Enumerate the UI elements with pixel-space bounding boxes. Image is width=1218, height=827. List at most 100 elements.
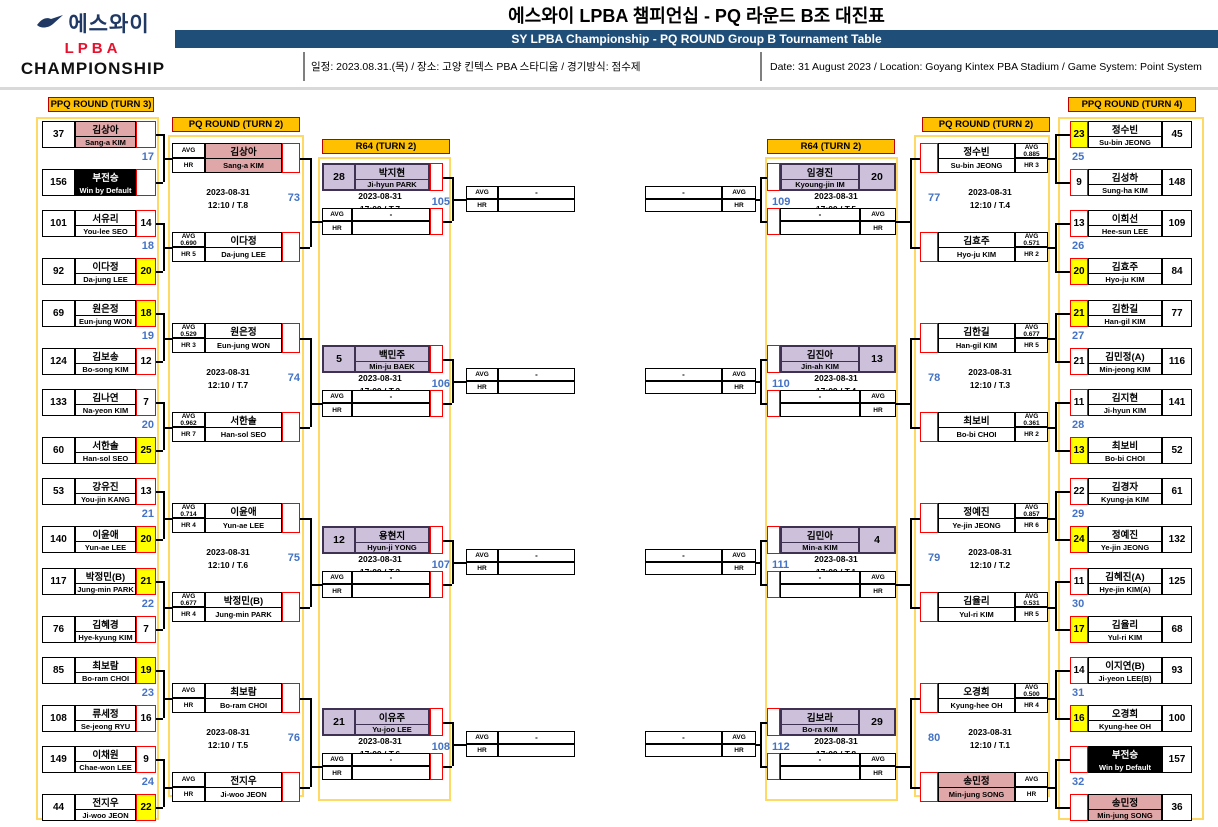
player-name-kr: 오경희: [1089, 706, 1161, 721]
stat-avg: AVG 0.857: [1015, 503, 1048, 518]
stat-hr-label: HR: [466, 199, 498, 212]
stat-avg: AVG: [1015, 772, 1048, 787]
stat-avg-label: AVG: [322, 390, 352, 403]
player-name-kr: 부전승: [92, 173, 119, 184]
match-date: 2023-08-31: [206, 547, 250, 557]
player-name: 이지연(B)Ji-yeon LEE(B): [1088, 657, 1162, 684]
player-name-en: Ji-hyun KIM: [1103, 405, 1147, 415]
stat-hr: HR: [172, 698, 205, 713]
stat-hr-label: HR: [466, 381, 498, 394]
player-name-kr: 김효주: [1089, 259, 1161, 274]
player-name-kr: 서한솔: [206, 413, 281, 428]
player-name-kr: 박정민(B): [206, 593, 281, 608]
match-number: 106: [431, 378, 450, 390]
player-name-en: Min-jung SONG: [948, 790, 1005, 799]
player-score: 22: [1070, 478, 1088, 505]
player-name: 김민정(A)Min-jeong KIM: [1088, 348, 1162, 375]
player-name-kr: 최보비: [939, 413, 1014, 428]
column-header-pq-right: PQ ROUND (TURN 2): [922, 117, 1050, 132]
match-date: 2023-08-31: [814, 373, 858, 383]
player-name-en: Bo-bi CHOI: [956, 430, 997, 439]
player-name-kr: 김율리: [1089, 617, 1161, 632]
connector-line: [300, 607, 310, 609]
player-name-kr: 김성하: [1089, 170, 1161, 185]
match-number: 22: [141, 598, 154, 610]
player-score: 18: [136, 300, 156, 327]
player-name-en: You-lee SEO: [83, 226, 128, 236]
player-id: 21: [324, 710, 356, 734]
player-name-kr: 김보라: [782, 710, 858, 725]
match-time: 12:10 / T.5: [207, 740, 249, 750]
stat-avg: AVG: [172, 772, 205, 787]
player-id: 148: [1162, 169, 1192, 196]
connector-line: [1055, 402, 1070, 404]
player-score: 12: [136, 348, 156, 375]
player-id: 60: [42, 437, 75, 464]
connector-line: [1055, 491, 1057, 539]
stat-hr-value: [352, 403, 430, 417]
match-time: 12:10 / T.7: [207, 380, 249, 390]
player-score: 22: [136, 794, 156, 821]
connector-line: [1055, 759, 1057, 807]
connector-line: [910, 338, 912, 427]
stat-hr: HR 4: [172, 518, 205, 533]
player-score: [767, 208, 780, 235]
player-name-kr: 최보람: [76, 658, 135, 673]
stat-hr-value: [780, 584, 860, 598]
stat-hr-label: HR: [322, 766, 352, 780]
player-score: 25: [136, 437, 156, 464]
player-score: [282, 772, 300, 802]
match-number: 76: [287, 732, 300, 744]
player-score: [282, 323, 300, 353]
connector-line: [156, 629, 163, 631]
stat-hr-label: HR: [466, 744, 498, 757]
player-name-kr: 박정민(B): [76, 569, 135, 584]
connector-line: [156, 491, 163, 493]
player-name-en: Ji-yeon LEE(B): [1098, 673, 1152, 683]
player-name-kr: 김혜진(A): [1089, 569, 1161, 584]
stat-hr-label: HR: [860, 221, 896, 235]
connector-line: [760, 722, 767, 724]
stat-avg-label: AVG: [722, 368, 756, 381]
player-score: [282, 143, 300, 173]
player-name-kr: 서유리: [76, 211, 135, 226]
match-number: 79: [928, 552, 941, 564]
match-number: 31: [1072, 687, 1085, 699]
player-id: 157: [1162, 746, 1192, 773]
player-name-kr: 김지현: [1089, 390, 1161, 405]
player-name: 최보비 Bo-bi CHOI: [938, 412, 1015, 442]
player-id: 149: [42, 746, 75, 773]
stat-hr: HR 4: [1015, 698, 1048, 713]
connector-line: [760, 221, 767, 223]
connector-line: [760, 177, 767, 179]
stat-avg-value: -: [645, 368, 722, 381]
player-name-en: Yun-ae LEE: [222, 521, 265, 530]
connector-line: [1055, 313, 1070, 315]
connector-line: [163, 427, 172, 429]
player-name-en: Hyun-ji YONG: [367, 543, 417, 552]
player-name-kr: 송민정: [939, 773, 1014, 788]
player-name-en: Jung-min PARK: [215, 610, 272, 619]
player-name-en: Sang-a KIM: [223, 161, 264, 170]
page-title: 에스와이 LPBA 챔피언십 - PQ 라운드 B조 대진표: [508, 6, 885, 26]
stat-avg-value: -: [352, 208, 430, 221]
player-name-kr: 김나연: [76, 390, 135, 405]
player-name-en: Sang-a KIM: [85, 137, 126, 147]
connector-line: [163, 402, 165, 450]
player-name-en: Bo-ra KIM: [802, 725, 838, 734]
player-score: 16: [136, 705, 156, 732]
player-id: 141: [1162, 389, 1192, 416]
match-number: 111: [772, 559, 790, 571]
stat-avg-label: AVG: [466, 549, 498, 562]
connector-line: [1055, 759, 1070, 761]
match-date: 2023-08-31: [968, 187, 1012, 197]
stat-avg-value: -: [498, 731, 575, 744]
player-name-kr: 김민정(A): [1089, 349, 1161, 364]
